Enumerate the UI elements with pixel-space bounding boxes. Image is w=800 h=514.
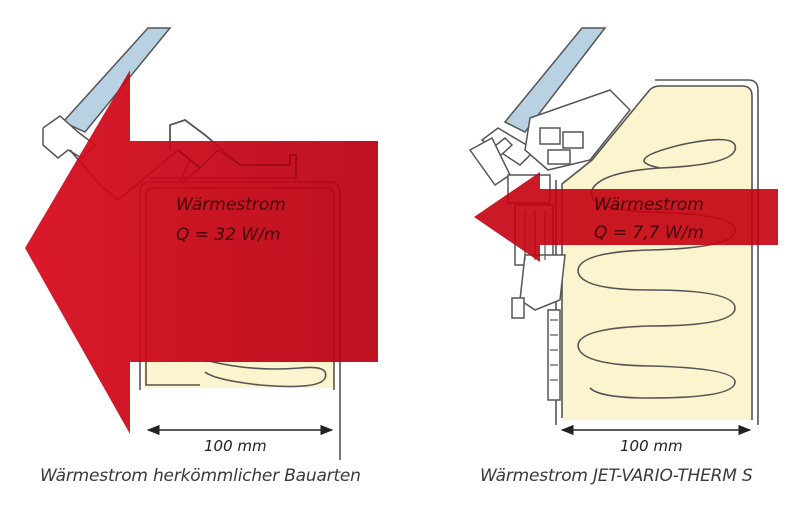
right-heat-flow-arrow (474, 172, 778, 262)
right-heat-label: Wärmestrom (594, 195, 704, 215)
left-caption: Wärmestrom herkömmlicher Bauarten (40, 466, 361, 486)
right-dimension-label: 100 mm (620, 437, 683, 455)
right-caption: Wärmestrom JET-VARIO-THERM S (480, 466, 753, 486)
right-glass-pane (503, 27, 607, 133)
left-heat-label: Wärmestrom (176, 195, 286, 215)
left-heat-value: Q = 32 W/m (176, 225, 281, 245)
right-frame-profile (468, 89, 632, 401)
right-heat-value: Q = 7,7 W/m (594, 223, 704, 243)
right-insulation-wave (577, 138, 737, 399)
left-insulation-wave (204, 359, 327, 388)
left-outline-overlay (177, 149, 297, 178)
left-dimension-label: 100 mm (204, 437, 267, 455)
left-panel: Wärmestrom Q = 32 W/m 100 mm (25, 27, 378, 460)
left-glass-pane (61, 27, 172, 133)
right-panel: Wärmestrom Q = 7,7 W/m 100 mm (468, 27, 778, 455)
right-insulation (562, 85, 752, 420)
